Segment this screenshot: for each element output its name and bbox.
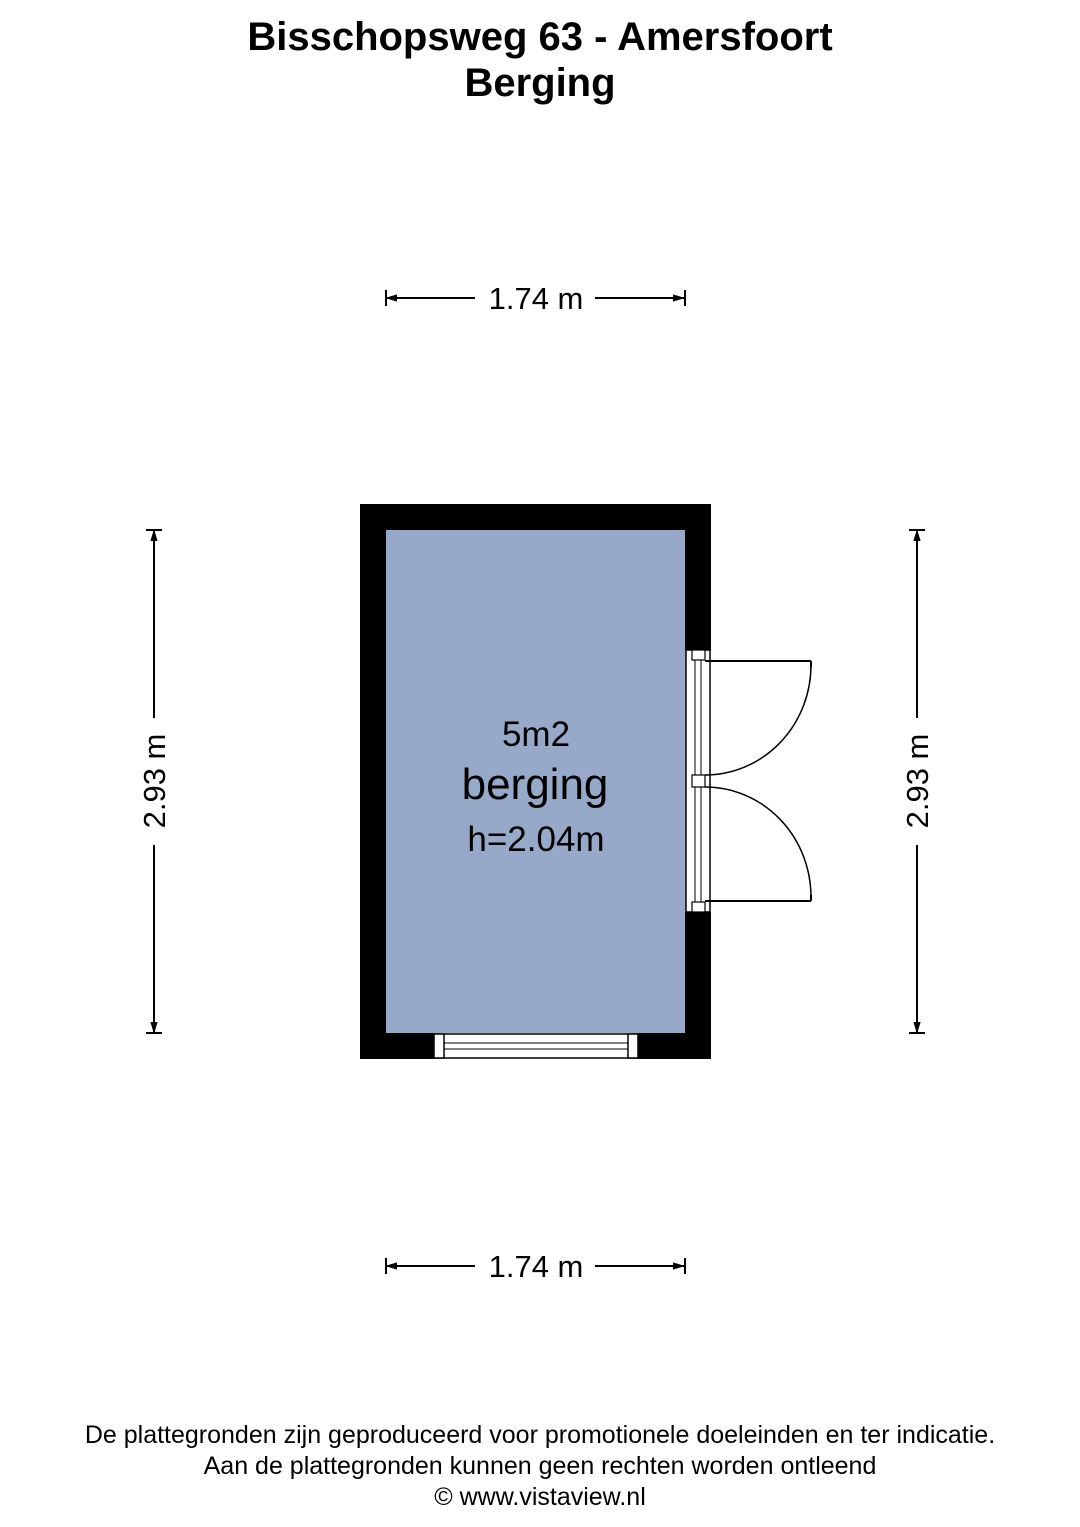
room-floor (385, 529, 686, 1033)
dimension-right: 2.93 m (900, 529, 935, 1034)
walls (360, 504, 711, 1059)
disclaimer-line-2: Aan de plattegronden kunnen geen rechten… (203, 1452, 877, 1480)
room-area: 5m2 (502, 715, 570, 754)
copyright-line: © www.vistaview.nl (434, 1483, 646, 1511)
dimension-top-label: 1.74 m (489, 281, 584, 316)
dimension-bottom-label: 1.74 m (489, 1249, 584, 1284)
dimension-right-label: 2.93 m (900, 734, 935, 829)
room-ceiling-height: h=2.04m (467, 820, 604, 859)
dimension-left-label: 2.93 m (137, 734, 172, 829)
window-bottom (433, 1033, 639, 1059)
plan-title: Bisschopsweg 63 - Amersfoort (247, 15, 833, 59)
disclaimer-line-1: De plattegronden zijn geproduceerd voor … (84, 1421, 996, 1449)
double-door-right (685, 649, 812, 913)
dimension-left: 2.93 m (137, 529, 172, 1034)
floor-title: Berging (464, 61, 616, 105)
dimension-bottom: 1.74 m (385, 1249, 686, 1284)
dimension-top: 1.74 m (385, 281, 686, 316)
room-name: berging (462, 760, 609, 809)
